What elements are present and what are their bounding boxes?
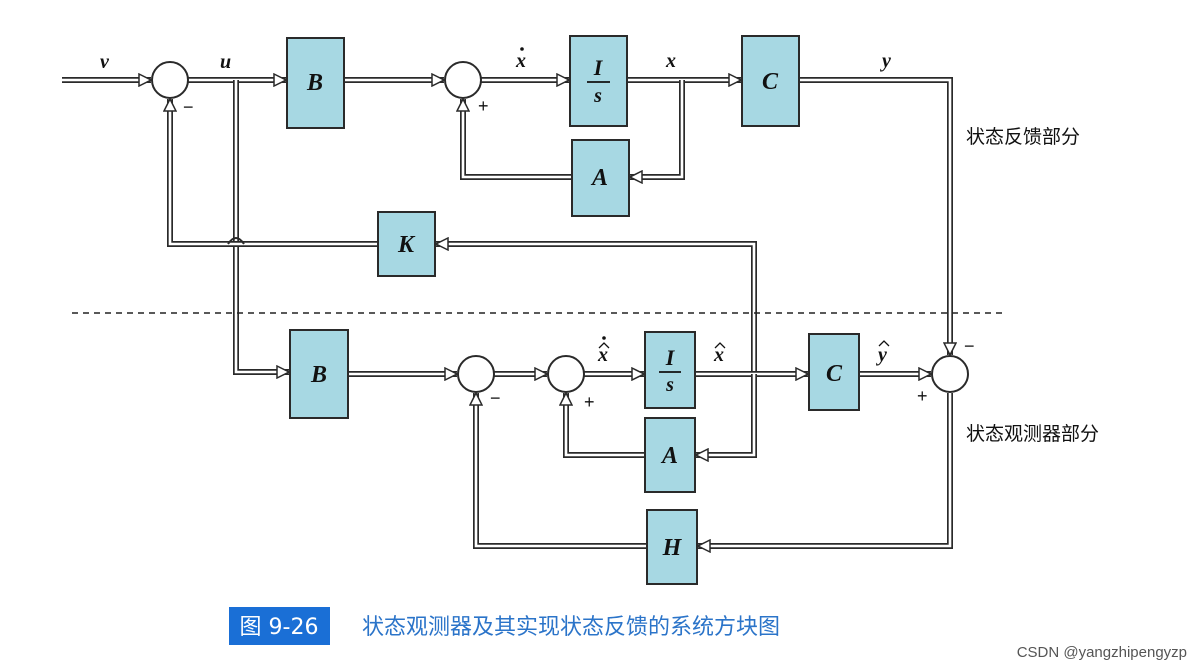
signal-yhat-label: y	[876, 344, 887, 366]
wire-crossing-hop	[227, 237, 245, 245]
caption-text: 状态观测器及其实现状态反馈的系统方块图	[362, 615, 780, 640]
wire-xhat-to-k	[436, 241, 757, 374]
block-b-plant-label: B	[306, 70, 323, 96]
wire-xhat-to-k-core	[436, 244, 756, 374]
wire-err-to-h	[698, 393, 953, 549]
block-h-gain	[646, 509, 698, 585]
signal-y-label: y	[880, 50, 891, 72]
block-integrator-plant	[569, 35, 628, 127]
block-a-plant-label: A	[590, 165, 608, 191]
signal-u-label: u	[220, 51, 231, 73]
section-label-observer: 状态观测器部分	[966, 423, 1099, 445]
integrator-plant-numerator: I	[593, 55, 604, 80]
xdot-dot-mark	[520, 47, 524, 51]
wire-xhat-to-aobs-core	[696, 374, 756, 455]
wire-k-to-sum1-core	[170, 99, 378, 246]
block-k-gain	[377, 211, 436, 277]
signal-xhatdot-label: x	[597, 344, 608, 366]
summing-junction-observer-error	[457, 355, 495, 393]
caption-badge	[229, 607, 330, 645]
summing-junction-output-error	[931, 355, 969, 393]
summing-junction-observer-state	[547, 355, 585, 393]
block-a-observer-label: A	[660, 443, 678, 469]
sign-input-feedback: −	[183, 97, 194, 117]
wire-u-branch-top-core	[234, 80, 289, 372]
sign-output-plus: +	[917, 386, 928, 406]
sign-plant-feedback: +	[478, 96, 489, 116]
block-c-plant	[741, 35, 800, 127]
signal-x-label: x	[665, 50, 676, 72]
sign-observer-state: +	[584, 392, 595, 412]
block-c-observer-label: C	[826, 361, 843, 387]
caption-number: 图 9-26	[240, 615, 319, 640]
wire-aobs-to-sum4	[563, 393, 645, 458]
wire-u-branch-top	[233, 80, 289, 375]
integrator-plant-denominator: s	[593, 85, 602, 107]
wire-xhat-to-aobs	[696, 374, 757, 458]
wire-x-to-a	[630, 80, 685, 180]
section-label-feedback: 状态反馈部分	[966, 126, 1080, 148]
summing-junction-plant	[444, 61, 482, 99]
block-a-plant	[571, 139, 630, 217]
watermark: CSDN @yangzhipengyzp	[1017, 644, 1187, 661]
sign-observer-error: −	[490, 388, 501, 408]
wire-h-to-sum3-core	[476, 393, 647, 548]
block-k-gain-label: K	[397, 232, 416, 258]
block-b-plant	[286, 37, 345, 129]
summing-junction-input	[151, 61, 189, 99]
sign-output-minus: −	[964, 336, 975, 356]
wire-h-to-sum3	[473, 393, 647, 549]
signal-v-label: v	[100, 51, 110, 73]
block-c-plant-label: C	[762, 69, 779, 95]
wire-aobs-to-sum4-core	[566, 393, 645, 457]
block-b-observer-label: B	[310, 362, 327, 388]
wire-k-to-sum1	[167, 99, 378, 247]
integrator-observer-denominator: s	[665, 374, 674, 396]
block-h-gain-label: H	[662, 535, 683, 561]
block-a-observer	[644, 417, 696, 493]
block-c-observer	[808, 333, 860, 411]
wire-err-to-h-core	[698, 393, 952, 546]
wire-x-to-a-core	[630, 80, 684, 177]
wire-a-to-sum2-core	[463, 99, 572, 179]
signal-paths	[62, 80, 950, 546]
signal-xdot-label: x	[515, 50, 526, 72]
wire-y-down-core	[799, 78, 950, 355]
signal-xhat-label: x	[713, 344, 724, 366]
integrator-observer-numerator: I	[665, 345, 676, 370]
block-integrator-observer	[644, 331, 696, 409]
block-b-observer	[289, 329, 349, 419]
